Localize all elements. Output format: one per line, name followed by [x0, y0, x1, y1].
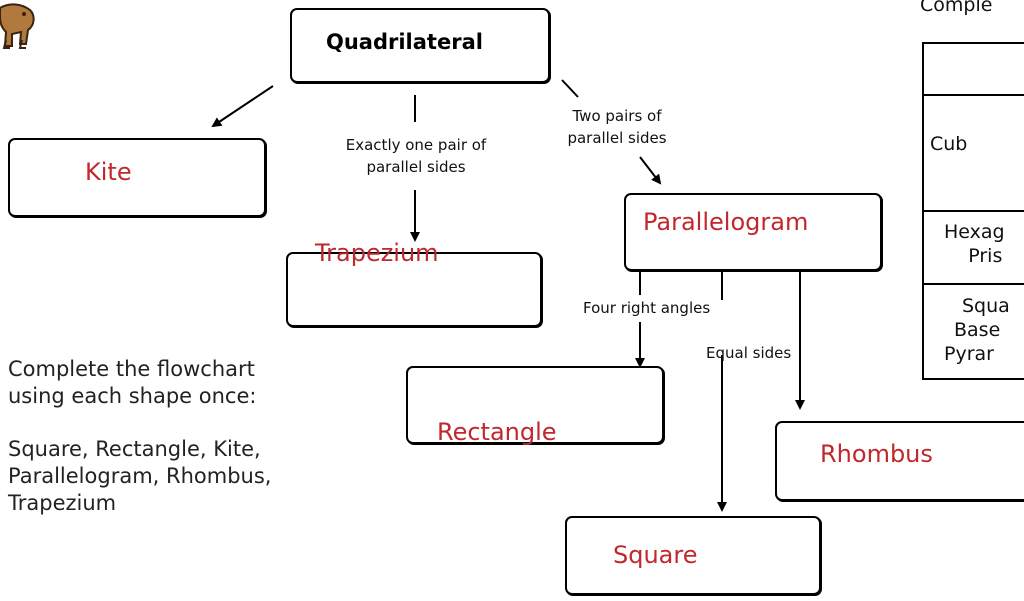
node-kite-label: Kite	[85, 158, 132, 186]
node-parallelogram	[624, 193, 882, 271]
node-trapezium-label: Trapezium	[315, 239, 439, 267]
table-cell-hexagonal-prism-line2: Pris	[968, 245, 1003, 267]
edge-label-four-right-angles: Four right angles	[583, 299, 711, 317]
table-row	[924, 96, 1024, 212]
node-kite	[8, 138, 266, 217]
camel-cartoon-icon	[0, 0, 44, 52]
table-cell-square-based-pyramid: Squa Base Pyrar	[922, 294, 1010, 366]
node-quadrilateral-label: Quadrilateral	[326, 30, 483, 54]
table-cell-pyramid-line3: Pyrar	[944, 343, 994, 365]
table-row	[924, 44, 1024, 96]
node-parallelogram-label: Parallelogram	[643, 208, 809, 236]
node-square-label: Square	[613, 541, 698, 569]
arrow-to-parallelogram	[639, 156, 662, 185]
right-panel-heading: Comple	[920, 0, 993, 16]
node-rectangle-label: Rectangle	[437, 418, 557, 446]
edge-label-two-pairs-line2: parallel sides	[567, 129, 667, 147]
instructions-line-5: Trapezium	[8, 491, 117, 515]
edge-label-one-pair-line2: parallel sides	[366, 158, 466, 176]
table-row	[924, 212, 1024, 285]
right-panel-table: Cub Hexag Pris Squa Base Pyrar	[922, 42, 1024, 380]
edge-label-equal-sides: Equal sides	[706, 344, 792, 362]
table-cell-hexagonal-prism: Hexag Pris	[944, 220, 1005, 268]
table-cell-hexagonal-prism-line1: Hexag	[944, 221, 1005, 243]
table-cell-pyramid-line1: Squa	[962, 295, 1010, 317]
instructions-block: Complete the flowchart using each shape …	[8, 356, 271, 517]
edge-label-two-pairs-line1: Two pairs of	[572, 107, 662, 125]
node-square	[565, 516, 821, 595]
instructions-line-4: Parallelogram, Rhombus,	[8, 464, 272, 488]
node-trapezium	[286, 252, 542, 327]
node-rhombus-label: Rhombus	[820, 440, 933, 468]
edge-label-two-pairs: Two pairs of parallel sides	[546, 105, 688, 149]
instructions-line-2: using each shape once:	[8, 384, 257, 408]
node-rhombus	[775, 421, 1024, 501]
edge-label-one-pair: Exactly one pair of parallel sides	[318, 134, 514, 178]
node-rectangle	[406, 366, 664, 444]
instructions-line-1: Complete the flowchart	[8, 357, 255, 381]
line-to-parallelogram-upper	[561, 79, 579, 98]
table-cell-pyramid-line2: Base	[954, 319, 1001, 341]
arrow-to-kite	[211, 85, 274, 128]
instructions-line-3: Square, Rectangle, Kite,	[8, 437, 261, 461]
edge-label-one-pair-line1: Exactly one pair of	[345, 136, 487, 154]
table-cell-cube: Cub	[930, 133, 968, 155]
node-quadrilateral	[290, 8, 550, 83]
